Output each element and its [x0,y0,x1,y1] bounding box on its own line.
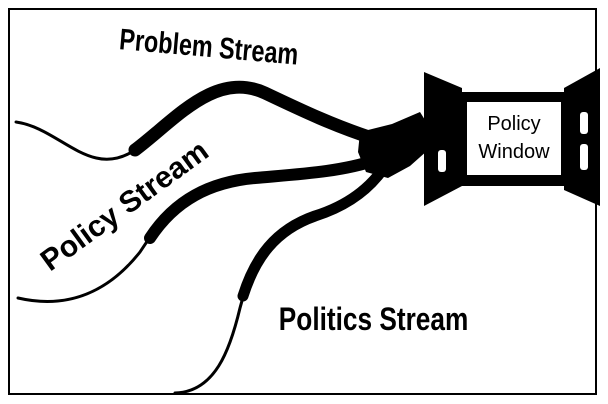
policy-window-label-line2: Window [478,141,550,163]
window-right-slot-bottom [580,144,588,170]
window-right-slot-top [580,112,588,134]
stream-convergence [358,112,430,178]
problem-stream-label: Problem Stream [118,22,300,71]
politics-stream-label: Politics Stream [279,303,469,338]
problem-stream-band [135,87,372,150]
policy-window-label-line1: Policy [487,113,540,135]
window-left-slot [438,150,446,172]
policy-window-device [424,68,600,206]
